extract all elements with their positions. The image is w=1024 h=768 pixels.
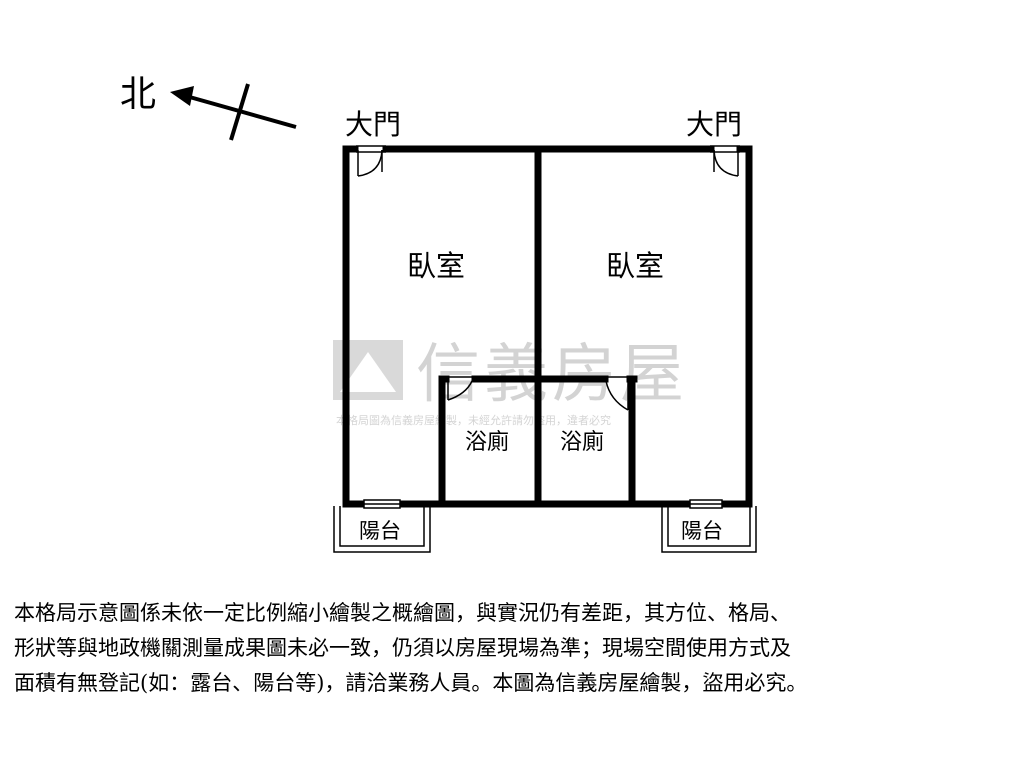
balcony-window-left — [363, 499, 401, 509]
watermark-brand: 信義房屋 — [416, 338, 688, 412]
watermark-logo-mark — [340, 352, 396, 392]
disclaimer-line: 面積有無登記(如：露台、陽台等)，請洽業務人員。本圖為信義房屋繪製，盜用必究。 — [14, 671, 808, 695]
compass-cross-line — [229, 83, 250, 141]
bathroom-door-left — [446, 376, 475, 401]
label-bathroom-right: 浴廁 — [560, 430, 604, 455]
label-entrance-right: 大門 — [686, 108, 742, 141]
walls — [342, 145, 753, 508]
balcony-right — [661, 506, 757, 553]
watermark-notice: 本格局圖為信義房屋繪製，未經允許請勿盜用，違者必究 — [336, 413, 611, 427]
label-balcony-left: 陽台 — [359, 519, 401, 543]
label-balcony-right: 陽台 — [681, 519, 723, 543]
disclaimer-line: 本格局示意圖係未依一定比例縮小繪製之概繪圖，與實況仍有差距，其方位、格局、 — [14, 601, 791, 625]
compass-north-label: 北 — [120, 74, 156, 115]
compass: 北 — [120, 74, 297, 141]
label-entrance-left: 大門 — [345, 108, 401, 141]
balcony-window-right — [689, 499, 723, 509]
label-bedroom-left: 臥室 — [407, 249, 465, 283]
compass-arrow-head — [170, 86, 194, 106]
balcony-left — [333, 506, 431, 553]
entrance-door-left — [356, 145, 386, 177]
bathroom-door-right — [605, 376, 630, 411]
label-bedroom-right: 臥室 — [606, 249, 664, 283]
entrance-door-right — [710, 145, 740, 177]
watermark: 信義房屋 本格局圖為信義房屋繪製，未經允許請勿盜用，違者必究 — [333, 338, 688, 427]
disclaimer: 本格局示意圖係未依一定比例縮小繪製之概繪圖，與實況仍有差距，其方位、格局、 形狀… — [14, 596, 1014, 701]
disclaimer-line: 形狀等與地政機關測量成果圖未必一致，仍須以房屋現場為準；現場空間使用方式及 — [14, 636, 791, 660]
label-bathroom-left: 浴廁 — [465, 430, 509, 455]
